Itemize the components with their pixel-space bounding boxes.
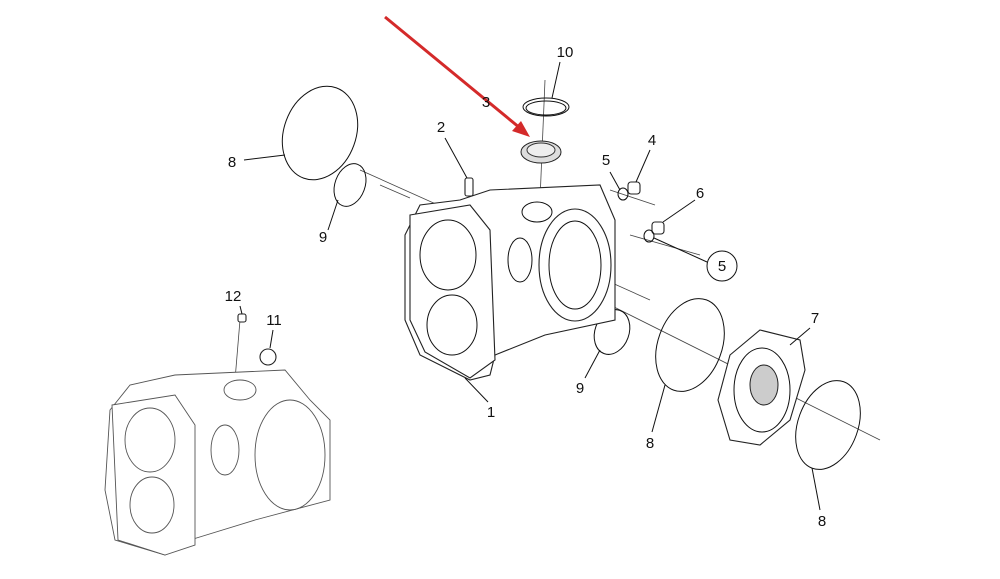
callout-4: 4 [648,132,656,149]
cover-cap-3 [520,140,562,164]
washer-5b [643,229,655,243]
callout-9-left: 9 [319,229,327,246]
callout-5: 5 [602,152,610,169]
o-ring-8-left [281,85,359,181]
callout-8-left: 8 [228,154,236,171]
o-ring-8-mid [655,298,725,392]
callout-5-circled: 5 [718,258,726,275]
callout-12: 12 [225,288,242,305]
circled-callout-5 [706,250,738,282]
breather-2 [464,177,474,197]
plug-4 [627,181,641,195]
callout-1: 1 [487,404,495,421]
plug-6 [651,221,665,235]
callout-8-right: 8 [818,513,826,530]
cover-plate-7 [717,329,806,446]
callout-8-mid: 8 [646,435,654,452]
red-arrow-indicator [384,15,530,137]
callout-7: 7 [811,310,819,327]
housing-1 [404,184,616,381]
callout-9-right: 9 [576,380,584,397]
callout-10: 10 [557,44,574,61]
callout-3: 3 [482,94,490,111]
plug-12 [237,313,247,323]
o-ring-9-right [593,309,631,355]
housing-reference [104,369,331,556]
plug-11 [259,348,277,366]
washer-5 [617,187,629,201]
callout-6: 6 [696,185,704,202]
callout-2: 2 [437,119,445,136]
leader-lines [239,61,821,511]
snap-ring-10 [522,97,570,117]
o-ring-9-left [333,163,367,207]
callout-11: 11 [266,312,282,329]
